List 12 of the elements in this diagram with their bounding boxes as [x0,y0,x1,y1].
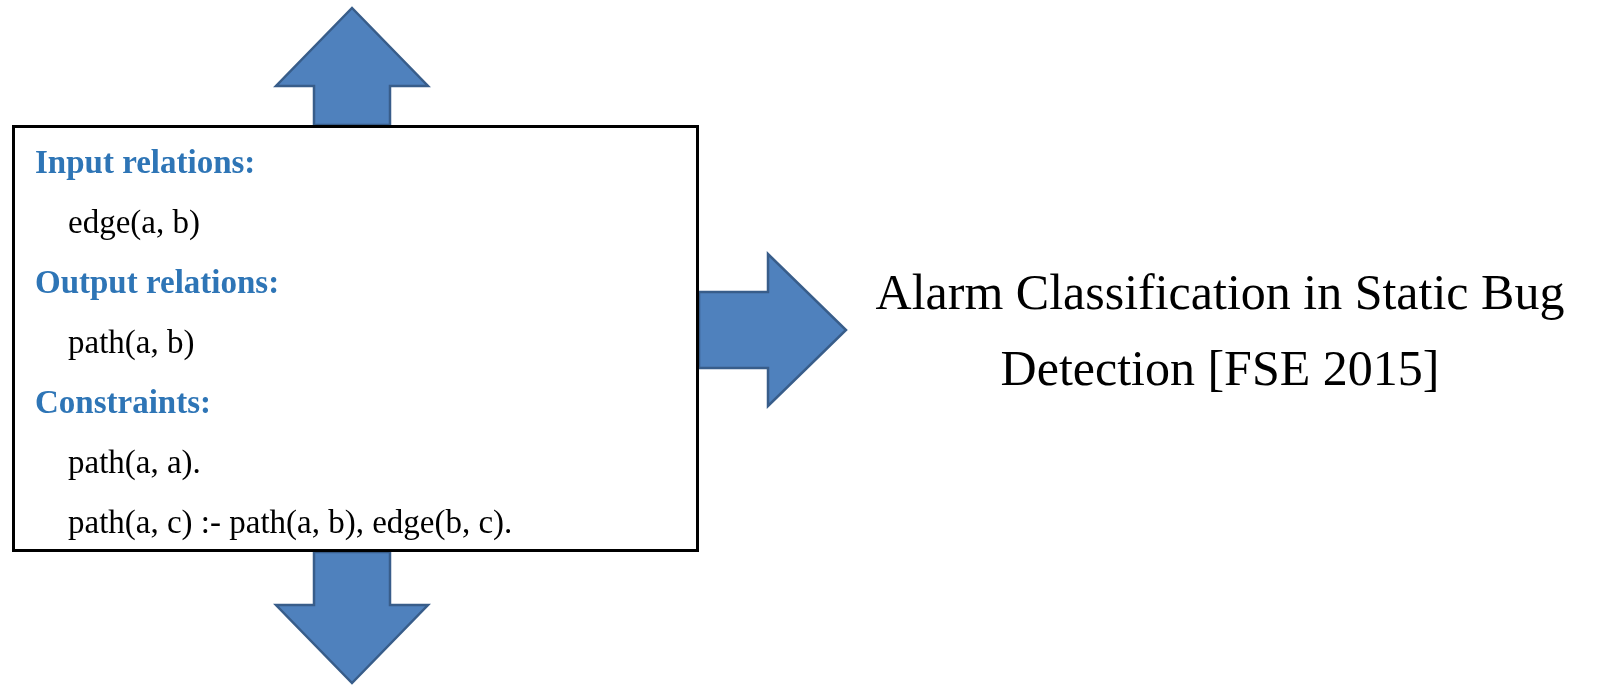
rule-text: path(a, c) :- path(a, b), edge(b, c). [67,503,514,542]
section-heading: Constraints: [35,383,212,422]
rules-box [12,125,699,552]
rule-text: edge(a, b) [67,203,201,242]
block-arrow [273,550,431,685]
rule-text: path(a, b) [67,323,196,362]
block-arrow [697,251,848,409]
section-heading: Input relations: [35,143,257,182]
rule-text: path(a, a). [67,443,202,482]
application-label: Alarm Classification in Static Bug Detection [FSE 2015] [846,254,1594,406]
block-arrow [273,6,431,127]
section-heading: Output relations: [35,263,281,302]
